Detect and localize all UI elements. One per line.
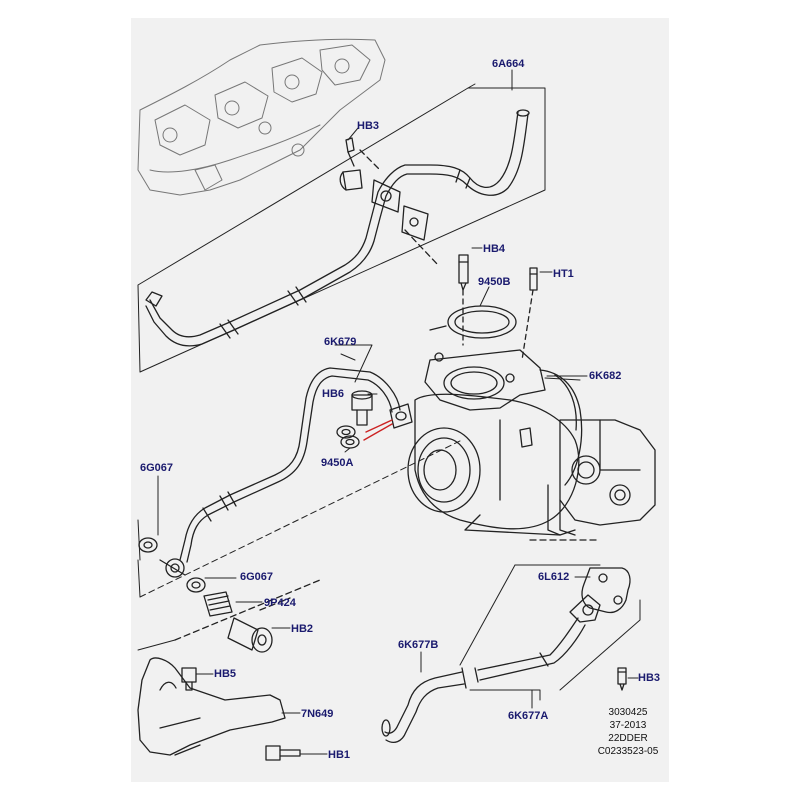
turbocharger-6K682 <box>407 349 656 541</box>
label-HB5: HB5 <box>214 668 237 680</box>
label-6K682: 6K682 <box>589 370 622 382</box>
washer-9450A <box>336 425 360 449</box>
filter-9P424 <box>203 591 233 617</box>
label-9450B: 9450B <box>478 276 511 288</box>
label-6A664: 6A664 <box>492 58 525 70</box>
label-HT1: HT1 <box>553 268 574 280</box>
label-HB1: HB1 <box>328 749 351 761</box>
diagram-sheet <box>131 18 669 782</box>
label-6K677A: 6K677A <box>508 710 549 722</box>
stud-HT1 <box>521 267 538 361</box>
label-9P424: 9P424 <box>264 597 296 609</box>
bolt-HB1 <box>265 745 301 761</box>
banjo-fitting-top <box>339 137 439 266</box>
leader-lines <box>157 69 639 755</box>
hose-6K677B <box>381 667 467 743</box>
label-6L612: 6L612 <box>538 571 570 583</box>
gasket-9450B <box>429 305 517 339</box>
gasket-6L612 <box>581 567 631 614</box>
assembly-box-6K679 <box>137 344 463 598</box>
oil-return-pipe-6K677A <box>474 594 601 683</box>
label-6G067-mid: 6G067 <box>240 571 274 583</box>
label-7N649: 7N649 <box>301 708 334 720</box>
label-HB2: HB2 <box>291 623 314 635</box>
banjo-9450A-fitting <box>363 403 413 441</box>
bolt-HB5 <box>181 667 197 691</box>
label-HB3-top: HB3 <box>357 120 380 132</box>
bolt-HB6 <box>351 390 373 426</box>
washer-6G067-mid <box>186 577 206 593</box>
reference-line-4: C0233523-05 <box>597 746 659 757</box>
pipe-6A664 <box>145 109 530 347</box>
assembly-box-6K677 <box>459 564 641 701</box>
label-HB4: HB4 <box>483 243 506 255</box>
label-6K677B: 6K677B <box>398 639 439 651</box>
reference-line-1: 3030425 <box>608 707 648 718</box>
label-6K679: 6K679 <box>324 336 357 348</box>
bracket-7N649 <box>137 579 321 756</box>
assembly-box-6A664 <box>137 83 546 373</box>
label-HB6: HB6 <box>322 388 345 400</box>
bolt-HB3-right <box>617 667 627 691</box>
label-9450A: 9450A <box>321 457 354 469</box>
oil-pipe-6K679 <box>159 367 401 578</box>
bolt-HB2 <box>227 597 291 653</box>
label-6G067-left: 6G067 <box>140 462 174 474</box>
exhaust-manifold <box>137 38 386 196</box>
label-HB3-right: HB3 <box>638 672 661 684</box>
reference-block: 3030425 37-2013 22DDER C0233523-05 <box>588 706 668 758</box>
reference-line-2: 37-2013 <box>609 720 647 731</box>
washer-6G067-left <box>138 537 158 553</box>
reference-line-3: 22DDER <box>608 733 648 744</box>
